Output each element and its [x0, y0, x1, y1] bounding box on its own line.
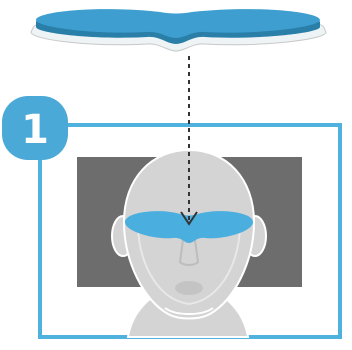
step-badge: 1 — [2, 96, 68, 160]
eye-pad-icon — [31, 9, 326, 51]
step-number: 1 — [21, 107, 49, 153]
mouth — [175, 281, 203, 295]
